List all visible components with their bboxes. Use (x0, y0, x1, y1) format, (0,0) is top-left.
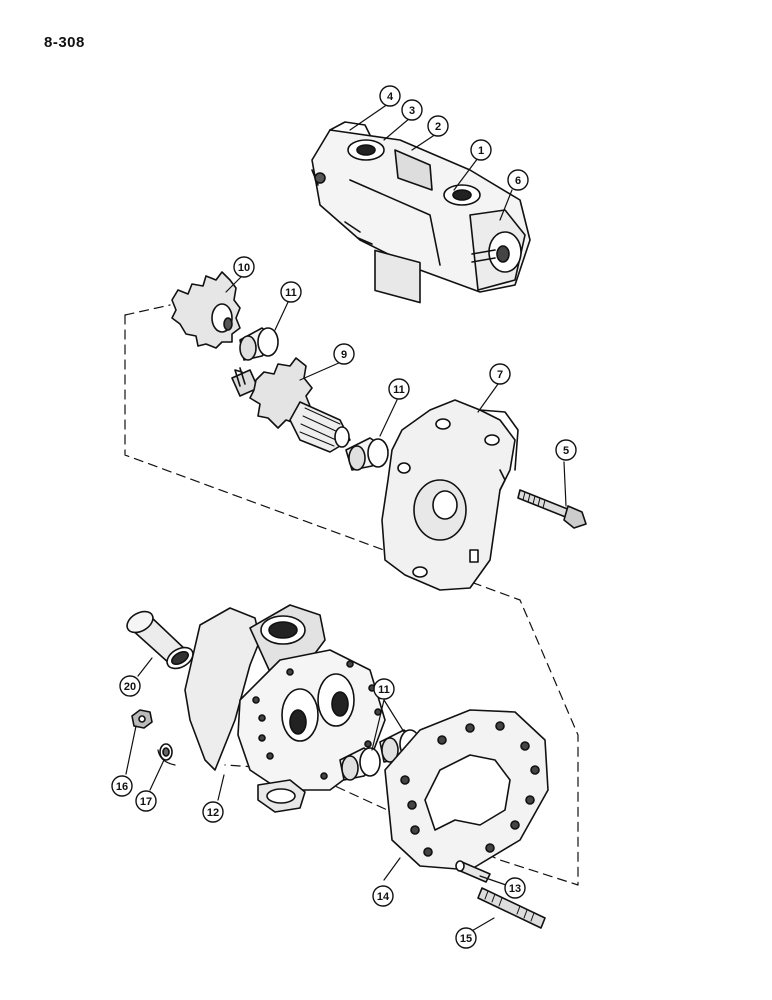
lock-washer (159, 743, 173, 761)
stud (477, 887, 546, 929)
leader-lines (125, 103, 567, 933)
callout-label-3: 3 (409, 105, 415, 117)
pump-housing (184, 604, 386, 813)
cap-screw (517, 489, 587, 529)
sleeve (126, 610, 194, 670)
callout-label-11: 11 (285, 287, 297, 299)
callout-label-15: 15 (460, 933, 472, 945)
callout-circles (111, 85, 577, 949)
pump-assembly (311, 121, 531, 304)
bushing (339, 747, 381, 781)
callout-label-10: 10 (238, 262, 250, 274)
callout-label-11: 11 (378, 684, 390, 696)
callout-label-7: 7 (497, 369, 503, 381)
callout-label-20: 20 (124, 681, 136, 693)
callout-label-11: 11 (393, 384, 405, 396)
gear-plate (384, 709, 549, 871)
bushing (239, 327, 279, 361)
callout-label-16: 16 (116, 781, 128, 793)
callout-label-6: 6 (515, 175, 521, 187)
nut (131, 709, 153, 729)
callout-label-13: 13 (509, 883, 521, 895)
callout-label-4: 4 (387, 91, 394, 103)
bushing (345, 437, 389, 471)
mounting-flange (381, 399, 519, 591)
callout-label-14: 14 (377, 891, 390, 903)
callout-label-17: 17 (140, 796, 152, 808)
driven-gear (171, 271, 241, 349)
drive-gear-shaft (231, 357, 351, 453)
callout-label-12: 12 (207, 807, 219, 819)
callout-label-1: 1 (478, 145, 484, 157)
callout-label-5: 5 (563, 445, 569, 457)
page-number: 8-308 (44, 34, 85, 51)
callout-label-9: 9 (341, 349, 347, 361)
callout-label-2: 2 (435, 121, 441, 133)
